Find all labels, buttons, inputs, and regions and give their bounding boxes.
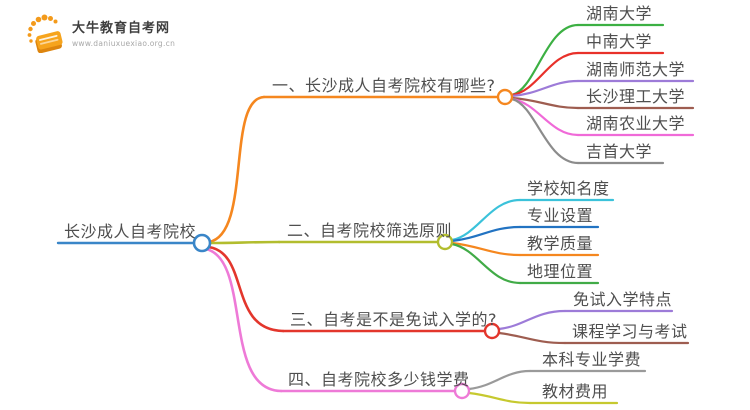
connector-root-branch4 (204, 247, 283, 393)
root-node-circle (192, 233, 212, 253)
connector-branch1-child4 (510, 96, 580, 110)
branch2-node-circle (436, 233, 454, 251)
connector-branch2-child2 (450, 225, 522, 243)
branch1-child5-label: 湖南农业大学 (586, 114, 686, 133)
branch4-child1-label: 本科专业学费 (542, 350, 642, 369)
branch1-child3-label: 湖南师范大学 (586, 60, 686, 79)
branch3-child2-label: 课程学习与考试 (572, 322, 688, 341)
branch4-node-circle (453, 382, 471, 400)
connector-branch4-child1 (467, 369, 532, 391)
branch1-child6-label: 吉首大学 (586, 142, 653, 161)
connector-branch2-child3 (450, 241, 522, 257)
connector-branch1-child3 (510, 79, 580, 98)
branch3-child1-label: 免试入学特点 (573, 290, 673, 309)
logo-text: 大牛教育自考网 www.daniuxuexiao.org.cn (72, 17, 175, 48)
connector-root-branch1 (207, 95, 266, 244)
site-logo: 大牛教育自考网 www.daniuxuexiao.org.cn (24, 11, 175, 53)
connector-branch2-child1 (450, 198, 522, 242)
logo-title: 大牛教育自考网 (72, 20, 171, 36)
connector-branch3-child2 (497, 331, 567, 345)
connector-branch3-child1 (497, 309, 567, 331)
connector-branch2-child4 (450, 242, 522, 285)
connector-branch1-child6 (510, 97, 580, 165)
connector-branch4-child2 (467, 391, 532, 405)
connector-branch1-child2 (510, 51, 580, 97)
branch2-child4-label: 地理位置 (527, 262, 594, 281)
branch4-child2-label: 教材费用 (542, 382, 609, 401)
branch2-child3-label: 教学质量 (527, 234, 594, 253)
branch1-child2-label: 中南大学 (586, 32, 653, 51)
connector-root-branch2 (208, 240, 281, 245)
branch3-node-circle (483, 322, 501, 340)
branch1-label: 一、长沙成人自考院校有哪些? (272, 76, 496, 95)
branch4-label: 四、自考院校多少钱学费 (288, 370, 470, 389)
branch2-label: 二、自考院校筛选原则 (287, 221, 453, 240)
branch3-label: 三、自考是不是免试入学的? (290, 310, 497, 329)
branch1-child4-label: 长沙理工大学 (586, 87, 686, 106)
branch1-child1-label: 湖南大学 (586, 4, 653, 23)
connector-branch1-child5 (510, 97, 580, 137)
connector-root-branch3 (206, 245, 285, 333)
logo-url: www.daniuxuexiao.org.cn (72, 38, 176, 48)
branch2-child2-label: 专业设置 (527, 206, 594, 225)
branch2-child1-label: 学校知名度 (527, 179, 610, 198)
root-node-label: 长沙成人自考院校 (64, 222, 197, 241)
branch1-node-circle (496, 88, 514, 106)
logo-book-icon (27, 14, 63, 53)
connector-branch1-child1 (510, 23, 580, 97)
